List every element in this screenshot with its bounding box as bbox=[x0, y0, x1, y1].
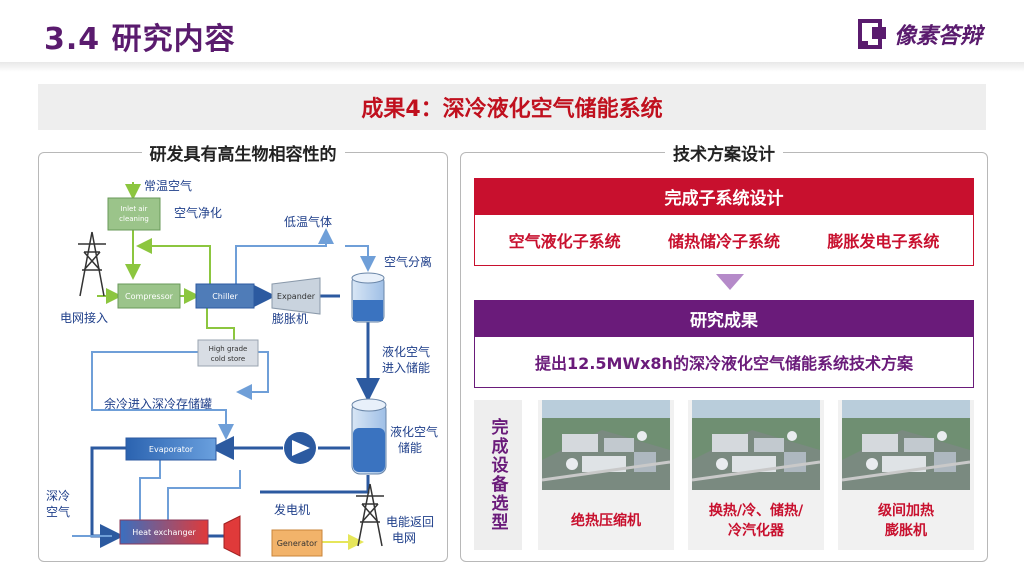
compressor-label: Compressor bbox=[125, 292, 174, 301]
cryo-air-label: 深冷 空气 bbox=[46, 489, 70, 519]
subsystem-item: 储热储冷子系统 bbox=[667, 232, 780, 251]
air-purification-label: 空气净化 bbox=[174, 205, 222, 220]
equipment-card: 绝热压缩机 bbox=[538, 400, 674, 550]
grid-pylon-icon bbox=[78, 231, 106, 297]
air-separator-tank-icon bbox=[351, 272, 385, 323]
results-header-text: 研究成果 bbox=[690, 310, 758, 331]
cryo-flow-lines bbox=[90, 284, 380, 548]
subsystem-header-text: 完成子系统设计 bbox=[664, 188, 784, 209]
chiller-box: Chiller bbox=[195, 283, 255, 309]
plant-aerial-image bbox=[692, 400, 820, 490]
page-title: 3.4 研究内容 bbox=[44, 22, 236, 57]
results-header: 研究成果 bbox=[474, 300, 974, 336]
equipment-selection-label: 完成设备选型 bbox=[474, 400, 522, 550]
evaporator-box: Evaporator bbox=[125, 437, 217, 461]
results-text: 提出12.5MWx8h的深冷液化空气储能系统技术方案 bbox=[535, 354, 913, 373]
liquid-air-stored-label: 液化空气 储能 bbox=[390, 424, 438, 455]
compressor-box: Compressor bbox=[117, 283, 181, 309]
liquid-air-storage-label: 液化空气 进入储能 bbox=[382, 344, 430, 375]
subsystem-item: 空气液化子系统 bbox=[508, 232, 621, 251]
evaporator-label: Evaporator bbox=[149, 445, 194, 454]
ambient-air-label: 常温空气 bbox=[144, 178, 192, 193]
chiller-label: Chiller bbox=[212, 292, 238, 301]
right-panel-title-text: 技术方案设计 bbox=[665, 145, 783, 165]
technical-solution-panel: 技术方案设计 bbox=[460, 145, 988, 562]
equipment-card-label-line: 换热/冷、储热/冷汽化器 bbox=[708, 503, 804, 539]
cold-store-box: High grade cold store bbox=[197, 339, 259, 367]
left-panel-title-text: 研发具有高生物相容性的 bbox=[141, 145, 345, 165]
equipment-card-label: 绝热压缩机 bbox=[571, 513, 641, 529]
power-return-label: 电能返回 电网 bbox=[386, 515, 434, 545]
logo-text: 像素答辩 bbox=[894, 24, 983, 49]
header-divider bbox=[0, 62, 1024, 72]
grid-pylon-return-icon bbox=[356, 483, 384, 547]
process-diagram-panel: 研发具有高生物相容性的 bbox=[38, 145, 448, 562]
svg-text:电网: 电网 bbox=[392, 531, 416, 545]
equipment-card: 换热/冷、储热/冷汽化器 bbox=[688, 400, 824, 550]
svg-text:High grade: High grade bbox=[209, 345, 248, 353]
turbine-icon bbox=[223, 515, 241, 557]
equipment-card-label-line: 级间加热膨胀机 bbox=[878, 503, 934, 539]
flow-arrow-down-icon bbox=[716, 274, 744, 290]
section-banner: 成果4：深冷液化空气储能系统 bbox=[38, 84, 986, 130]
cold-to-storage-label: 余冷进入深冷存储罐 bbox=[104, 396, 212, 411]
grid-input-label: 电网接入 bbox=[60, 310, 108, 325]
svg-text:空气: 空气 bbox=[46, 504, 70, 519]
banner-text: 成果4：深冷液化空气储能系统 bbox=[361, 97, 663, 122]
inlet-air-cleaning-box: Inlet air cleaning bbox=[107, 197, 161, 231]
equipment-card-label: 换热/冷、储热/冷汽化器 bbox=[688, 496, 824, 546]
low-temp-gas-label: 低温气体 bbox=[284, 214, 332, 229]
generator-cn-label: 发电机 bbox=[274, 502, 310, 517]
heat-exchanger-box: Heat exchanger bbox=[119, 519, 209, 545]
plant-aerial-image bbox=[842, 400, 970, 490]
svg-text:cleaning: cleaning bbox=[119, 215, 149, 223]
svg-text:液化空气: 液化空气 bbox=[390, 424, 438, 439]
generator-label: Generator bbox=[277, 539, 318, 548]
results-body: 提出12.5MWx8h的深冷液化空气储能系统技术方案 bbox=[474, 336, 974, 388]
air-flow-lines bbox=[97, 182, 235, 340]
expander-label: Expander bbox=[277, 292, 316, 301]
air-separation-label: 空气分离 bbox=[384, 254, 432, 269]
equipment-selection-text: 完成设备选型 bbox=[487, 418, 508, 532]
equipment-card-label: 级间加热膨胀机 bbox=[838, 496, 974, 546]
svg-text:Inlet air: Inlet air bbox=[121, 205, 148, 213]
subsystem-header: 完成子系统设计 bbox=[474, 178, 974, 214]
svg-text:cold store: cold store bbox=[211, 355, 245, 363]
svg-text:进入储能: 进入储能 bbox=[382, 360, 430, 375]
expander-box: Expander bbox=[271, 277, 321, 315]
subsystem-list: 空气液化子系统 储热储冷子系统 膨胀发电子系统 bbox=[474, 214, 974, 266]
liquid-air-tank-icon bbox=[351, 398, 387, 475]
subsystem-item: 膨胀发电子系统 bbox=[827, 232, 940, 251]
left-panel-title: 研发具有高生物相容性的 bbox=[39, 140, 447, 165]
generator-box: Generator bbox=[271, 529, 323, 557]
heat-exchanger-label: Heat exchanger bbox=[132, 528, 196, 537]
expander-cn-label: 膨胀机 bbox=[272, 312, 308, 326]
svg-text:液化空气: 液化空气 bbox=[382, 344, 430, 359]
pump-icon bbox=[284, 432, 316, 464]
svg-text:深冷: 深冷 bbox=[46, 489, 70, 503]
cold-recovery-lines bbox=[72, 228, 376, 537]
plant-aerial-image bbox=[542, 400, 670, 490]
equipment-card: 级间加热膨胀机 bbox=[838, 400, 974, 550]
svg-text:电能返回: 电能返回 bbox=[386, 515, 434, 529]
svg-text:储能: 储能 bbox=[398, 440, 422, 455]
pixel-logo-icon bbox=[858, 19, 886, 49]
right-panel-title: 技术方案设计 bbox=[461, 140, 987, 165]
logo: 像素答辩 bbox=[858, 18, 982, 50]
